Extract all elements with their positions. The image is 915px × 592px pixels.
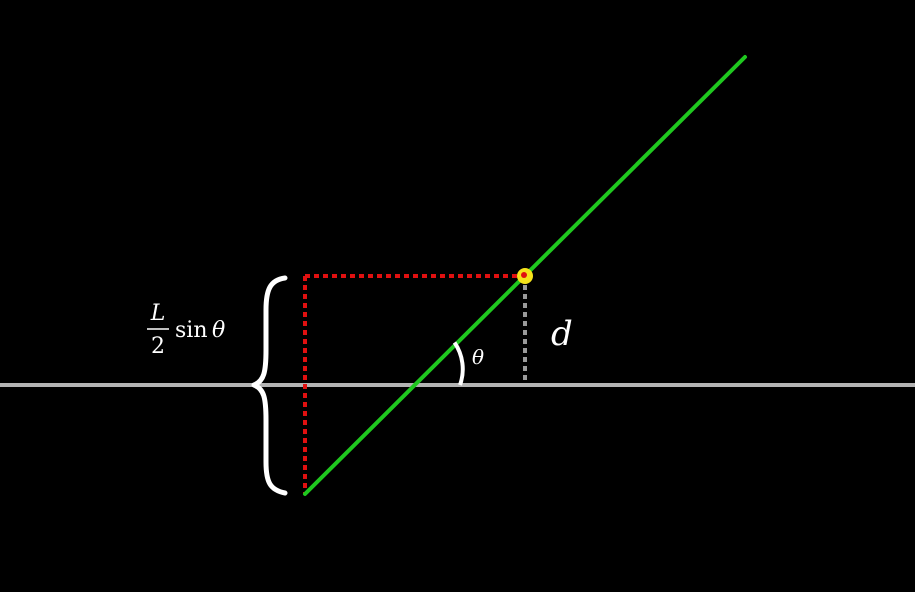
angle-arc	[452, 341, 465, 386]
curly-brace	[251, 275, 288, 496]
distance-label: d	[551, 314, 573, 354]
angle-label: θ	[472, 345, 484, 369]
height-label: L 2 sin θ	[147, 301, 225, 359]
height-label-denominator: 2	[151, 334, 165, 359]
midpoint-core	[521, 272, 527, 278]
height-label-variable: θ	[212, 318, 225, 343]
height-label-numerator: L	[150, 301, 166, 326]
height-label-function: sin	[175, 318, 208, 343]
